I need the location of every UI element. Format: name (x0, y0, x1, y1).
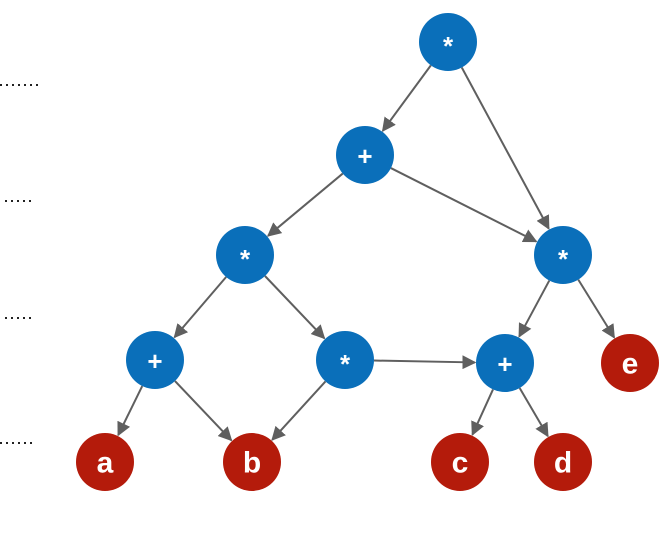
nodes: * + * * + * + e a b c d (76, 13, 659, 491)
node-label: a (97, 447, 114, 480)
edge-n3-n5 (173, 276, 227, 339)
edge-n5-b (174, 380, 233, 442)
node-n7: + (476, 334, 534, 392)
node-n3: * (216, 226, 274, 284)
node-label: * (240, 244, 251, 274)
operator-circle (476, 334, 534, 392)
node-a: a (76, 433, 134, 491)
node-n6: * (316, 331, 374, 389)
node-label: c (452, 447, 469, 480)
node-n2: + (336, 126, 394, 184)
operator-circle (336, 126, 394, 184)
operator-circle (316, 331, 374, 389)
edge-n1-n4 (460, 67, 550, 230)
edge-n7-c (471, 388, 494, 436)
edge-n6-b (271, 380, 327, 441)
node-c: c (431, 433, 489, 491)
node-n5: + (126, 331, 184, 389)
edge-n4-n8 (577, 279, 616, 339)
operator-circle (419, 13, 477, 71)
operator-circle (126, 331, 184, 389)
operator-circle (534, 226, 592, 284)
node-n8: e (601, 334, 659, 392)
edge-n7-d (518, 387, 549, 438)
edge-n1-n2 (381, 64, 432, 132)
leaf-circle (223, 433, 281, 491)
node-label: d (554, 447, 572, 480)
node-label: e (622, 348, 639, 381)
node-label: + (147, 346, 162, 376)
leaf-circle (534, 433, 592, 491)
node-label: b (243, 447, 261, 480)
edge-n3-n6 (264, 275, 326, 340)
node-d: d (534, 433, 592, 491)
leaf-circle (601, 334, 659, 392)
edge-n6-n7 (373, 355, 477, 370)
node-n4: * (534, 226, 592, 284)
node-b: b (223, 433, 281, 491)
node-label: + (497, 349, 512, 379)
edge-n5-a (117, 385, 144, 437)
node-n1: * (419, 13, 477, 71)
node-label: * (558, 244, 569, 274)
edge-n2-n3 (266, 172, 344, 237)
operator-circle (216, 226, 274, 284)
edge-n4-n7 (518, 280, 551, 338)
node-label: + (357, 141, 372, 171)
node-label: * (340, 349, 351, 379)
level-guides (0, 84, 42, 444)
leaf-circle (76, 433, 134, 491)
leaf-circle (431, 433, 489, 491)
node-label: * (443, 31, 454, 61)
edge-n2-n4 (390, 167, 538, 243)
edges (117, 64, 616, 442)
